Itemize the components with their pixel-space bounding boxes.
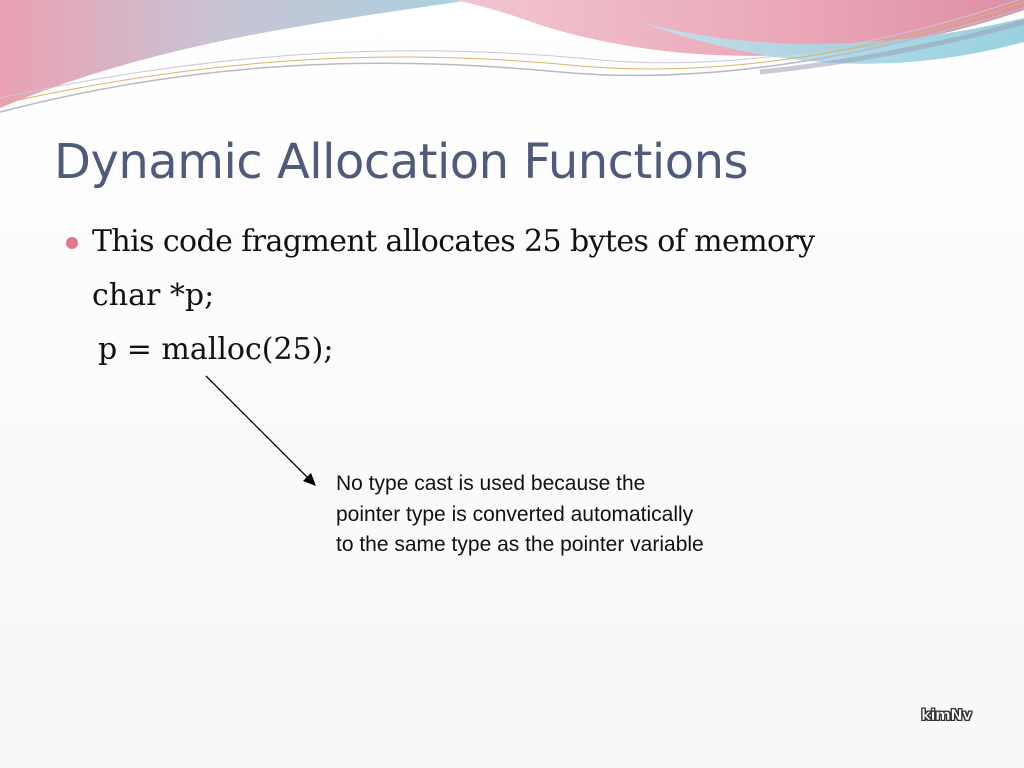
annotation-line: No type cast is used because the bbox=[336, 472, 646, 495]
annotation-arrow bbox=[205, 375, 316, 486]
header-wave-decoration bbox=[0, 0, 1024, 113]
annotation-line: pointer type is converted automatically bbox=[336, 502, 694, 526]
bullet-icon bbox=[66, 237, 78, 249]
footer-logo: kimNv bbox=[921, 706, 973, 725]
annotation-line: to the same type as the pointer variable bbox=[336, 533, 704, 556]
code-line-malloc: p = malloc(25); bbox=[98, 332, 334, 367]
bullet-text: This code fragment allocates 25 bytes of… bbox=[92, 224, 815, 259]
code-line-declaration: char *p; bbox=[92, 278, 215, 313]
slide-title: Dynamic Allocation Functions bbox=[54, 134, 749, 190]
annotation-note: No type cast is used because the pointer… bbox=[336, 469, 704, 561]
